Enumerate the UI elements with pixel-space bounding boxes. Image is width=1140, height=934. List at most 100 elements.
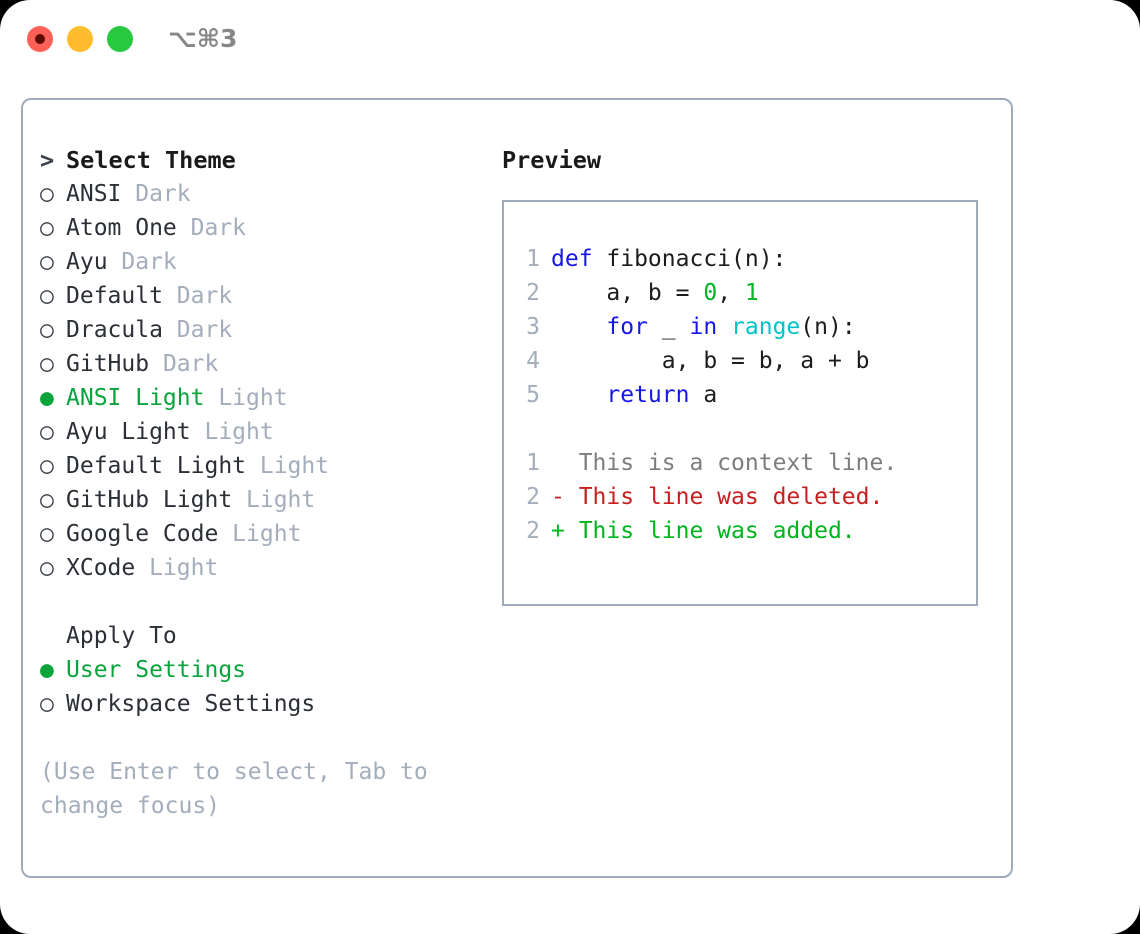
code-line: 4 a, b = b, a + b [516,344,897,378]
code-line: 5 return a [516,378,897,412]
prompt-caret-icon: > [40,146,69,174]
code-token: 1 [744,280,759,306]
theme-list-item[interactable]: ○Ayu Light Light [40,415,490,449]
theme-list-item[interactable]: ○ Default Dark [40,279,490,313]
diff-sign [551,450,565,476]
radio-unselected-icon[interactable]: ○ [40,249,54,275]
theme-variant-tag: Dark [149,351,219,377]
diff-text: This is a context line. [564,450,898,476]
theme-selector-column: > Select Theme ○ANSI Dark○Atom One Dark○… [40,143,490,823]
theme-list-item[interactable]: ○ Dracula Dark [40,313,490,347]
diff-sign: - [551,484,565,510]
code-token: a, b = [551,280,704,306]
theme-list-item[interactable]: ○GitHub Light Light [40,483,490,517]
code-token [551,382,606,408]
code-token: (n): [800,314,856,340]
code-token: in [689,314,718,340]
code-line: 3 for _ in range(n): [516,310,897,344]
recording-indicator-icon [35,34,45,44]
theme-variant-tag: Dark [121,181,191,207]
apply-to-option[interactable]: ● User Settings [40,653,490,687]
apply-to-option[interactable]: ○ Workspace Settings [40,687,490,721]
code-line-number: 1 [526,246,540,272]
radio-unselected-icon[interactable]: ○ [40,283,54,309]
theme-list-item[interactable]: ○XCode Light [40,551,490,585]
diff-line: 2 + This line was added. [516,514,897,548]
code-line-number: 2 [526,280,540,306]
radio-unselected-icon[interactable]: ○ [40,317,54,343]
code-token [551,314,606,340]
theme-list-item[interactable]: ○ANSI Dark [40,177,490,211]
title-bar: ⌥⌘3 [0,0,1140,78]
radio-unselected-icon[interactable]: ○ [40,351,54,377]
theme-variant-tag: Dark [176,215,247,241]
diff-sign: + [551,518,565,544]
theme-list-item[interactable]: ○Default Light Light [40,449,490,483]
theme-list-item[interactable]: ○Ayu Dark [40,245,490,279]
theme-name: Google Code [66,521,219,547]
code-token: def [551,246,593,272]
diff-line-number: 1 [526,450,540,476]
diff-line-number: 2 [526,484,540,510]
theme-variant-tag: Light [190,419,274,445]
code-token: for [606,314,648,340]
keyboard-hint-text: (Use Enter to select, Tab to change focu… [40,759,442,819]
theme-name: GitHub Light [66,487,233,513]
radio-selected-icon[interactable]: ● [40,385,54,411]
code-token: , [717,280,745,306]
theme-list-item[interactable]: ○ Google Code Light [40,517,490,551]
diff-text: This line was added. [564,518,856,544]
radio-unselected-icon[interactable]: ○ [40,555,54,581]
select-theme-title: Select Theme [66,146,236,174]
list-spacer [40,585,490,619]
radio-unselected-icon[interactable]: ○ [40,181,54,207]
preview-title: Preview [502,146,602,174]
theme-list-item[interactable]: ○ GitHub Dark [40,347,490,381]
theme-variant-tag: Light [246,453,330,479]
code-token: range [731,314,801,340]
diff-line-number: 2 [526,518,540,544]
minimize-button-icon[interactable] [67,26,93,52]
theme-variant-tag: Dark [162,283,233,309]
code-token [717,314,731,340]
radio-unselected-icon[interactable]: ○ [40,215,54,241]
diff-text: This line was deleted. [564,484,884,510]
theme-name: Dracula [66,317,163,343]
apply-to-label: Workspace Settings [66,691,316,717]
theme-list-item[interactable]: ○ Atom One Dark [40,211,490,245]
theme-name: GitHub [66,351,150,377]
code-token: fibonacci(n): [592,246,787,272]
radio-selected-icon[interactable]: ● [40,657,54,683]
theme-name: Default [66,283,163,309]
theme-name: Atom One [66,215,177,241]
code-token: 0 [703,280,718,306]
theme-variant-tag: Light [218,521,302,547]
apply-to-heading: Apply To [66,623,177,649]
theme-variant-tag: Light [204,385,288,411]
radio-unselected-icon[interactable]: ○ [40,521,54,547]
radio-unselected-icon[interactable]: ○ [40,487,54,513]
maximize-button-icon[interactable] [107,26,133,52]
code-line-number: 5 [526,382,540,408]
theme-list: ○ANSI Dark○Atom One Dark○Ayu Dark○Defaul… [40,177,490,585]
theme-variant-tag: Dark [162,317,233,343]
main-panel: > Select Theme ○ANSI Dark○Atom One Dark○… [21,98,1013,878]
theme-list-item[interactable]: ●ANSI Light Light [40,381,490,415]
code-token: _ [647,314,690,340]
code-token: a, b = b, a + b [551,348,870,374]
diff-line: 2- This line was deleted. [516,480,897,514]
theme-variant-tag: Light [135,555,219,581]
code-line-number: 3 [526,314,540,340]
radio-unselected-icon[interactable]: ○ [40,453,54,479]
code-line: 2 a, b = 0, 1 [516,276,897,310]
code-diff-gap [516,412,897,446]
radio-unselected-icon[interactable]: ○ [40,691,54,717]
code-token: return [606,382,690,408]
radio-unselected-icon[interactable]: ○ [40,419,54,445]
theme-variant-tag: Dark [107,249,177,275]
apply-to-label: User Settings [66,657,247,683]
